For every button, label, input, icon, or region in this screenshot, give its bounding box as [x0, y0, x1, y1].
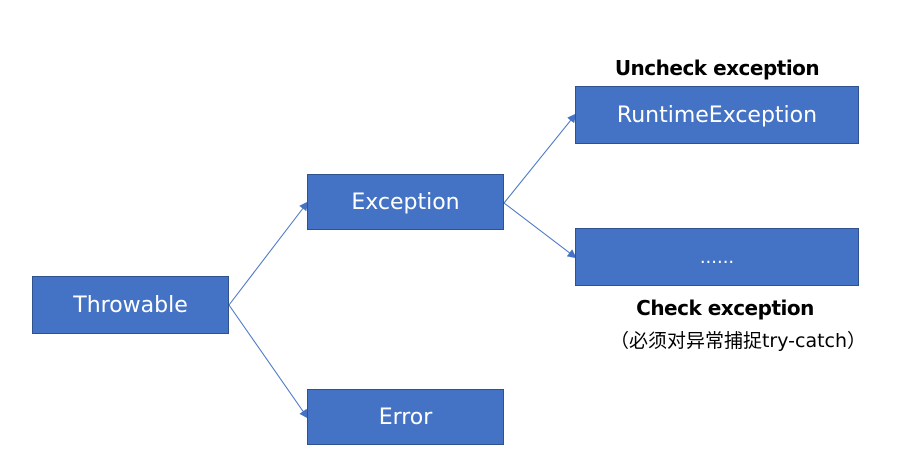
arrow-throwable-to-exception	[228, 201, 309, 306]
error-node-label: Error	[378, 404, 433, 430]
other-exceptions-node: ......	[575, 228, 859, 286]
throwable-node-label: Throwable	[73, 292, 188, 318]
runtime-exception-node: RuntimeException	[575, 86, 859, 144]
exception-node-label: Exception	[351, 189, 460, 215]
unchecked-exception-label: Uncheck exception	[614, 56, 820, 80]
error-node: Error	[307, 389, 504, 445]
checked-exception-label: Check exception	[636, 296, 814, 320]
checked-exception-note: （必须对异常捕捉try-catch）	[609, 330, 867, 352]
arrow-exception-to-other-exceptions	[503, 202, 577, 259]
runtime-exception-node-label: RuntimeException	[616, 102, 818, 128]
exception-node: Exception	[307, 174, 504, 230]
other-exceptions-node-label: ......	[699, 246, 735, 268]
arrow-throwable-to-error	[228, 304, 309, 419]
throwable-node: Throwable	[32, 276, 229, 334]
arrow-exception-to-runtime-exception	[503, 113, 577, 204]
